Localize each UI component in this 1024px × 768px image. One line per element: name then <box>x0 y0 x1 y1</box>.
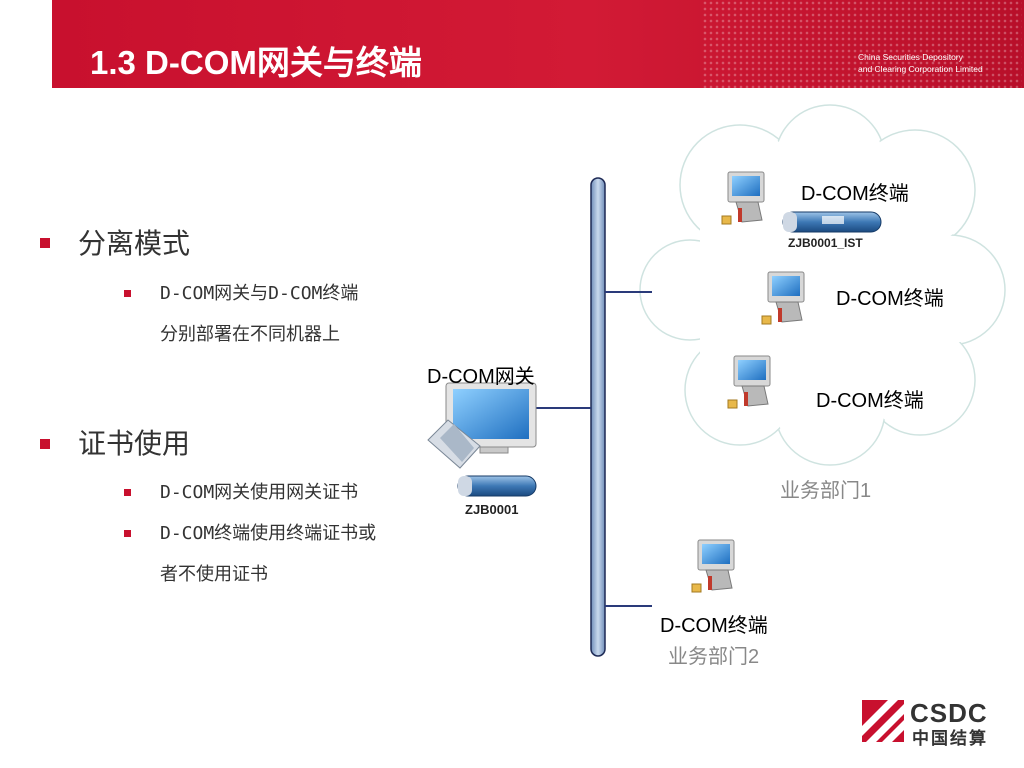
page-title: 1.3 D-COM网关与终端 <box>90 44 422 81</box>
section2-item-2: D-COM终端使用终端证书或 <box>160 523 377 544</box>
dept1-label: 业务部门1 <box>780 480 872 502</box>
terminal1-token-label: ZJB0001_IST <box>788 236 863 250</box>
section1-item-1: D-COM网关与D-COM终端 <box>160 283 359 304</box>
csdc-logo-cn: 中国结算 <box>912 729 988 748</box>
terminal3-computer-icon <box>727 355 771 409</box>
terminal1-label: D-COM终端 <box>801 183 909 205</box>
terminal2-computer-icon <box>761 271 805 325</box>
section1-bullet <box>40 238 50 248</box>
org-name-line2: and Clearing Corporation Limited <box>858 64 983 74</box>
org-name: China Securities Depository and Clearing… <box>858 51 983 75</box>
section1-item-2: 分别部署在不同机器上 <box>160 324 340 345</box>
header-banner: 1.3 D-COM网关与终端 China Securities Deposito… <box>52 0 1024 88</box>
csdc-logo-text: CSDC <box>910 698 988 728</box>
section2-item-3: 者不使用证书 <box>160 564 268 585</box>
section1-heading: 分离模式 <box>78 227 191 260</box>
terminal1-computer-icon <box>721 171 765 225</box>
section1-item-bullet <box>124 290 131 297</box>
terminal1-usb-token-icon <box>782 211 882 233</box>
section2-item-bullet-1 <box>124 489 131 496</box>
terminal4-label: D-COM终端 <box>660 615 768 637</box>
section2-bullet <box>40 439 50 449</box>
gateway-token-label: ZJB0001 <box>465 502 519 517</box>
section2-item-1: D-COM网关使用网关证书 <box>160 482 359 503</box>
gateway-label: D-COM网关 <box>427 366 535 388</box>
terminal2-label: D-COM终端 <box>836 288 944 310</box>
section2-item-bullet-2 <box>124 530 131 537</box>
dept2-label: 业务部门2 <box>668 646 760 668</box>
network-bus <box>590 177 606 657</box>
csdc-logo-mark-icon <box>862 700 904 742</box>
section2-heading: 证书使用 <box>78 427 191 460</box>
terminal3-label: D-COM终端 <box>816 390 924 412</box>
org-name-line1: China Securities Depository <box>858 52 963 62</box>
terminal4-computer-icon <box>691 539 735 593</box>
gateway-monitor-icon <box>427 382 537 469</box>
gateway-usb-token-icon <box>457 475 537 497</box>
